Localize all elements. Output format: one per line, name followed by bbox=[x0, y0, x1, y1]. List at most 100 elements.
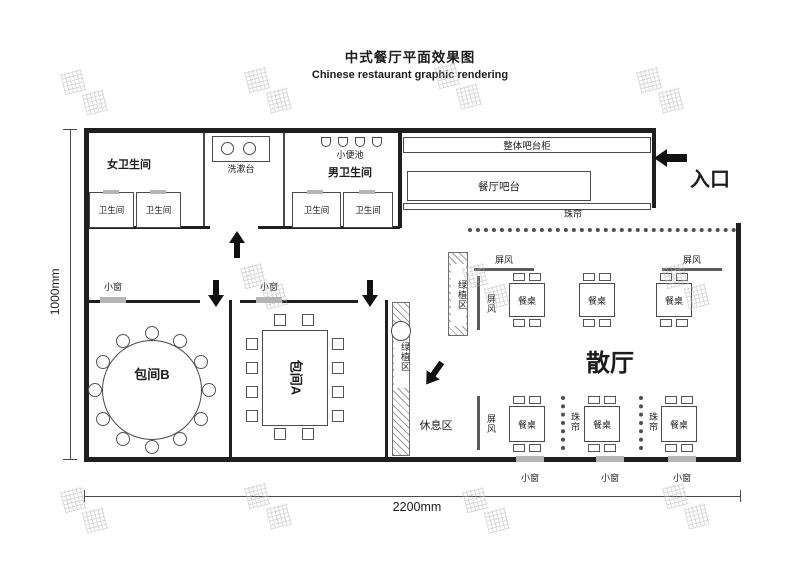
chair bbox=[246, 362, 258, 374]
entrance-label: 入口 bbox=[690, 169, 730, 191]
down-arrow bbox=[362, 280, 378, 307]
bead-curtain bbox=[639, 396, 643, 450]
bar-cabinet: 整体吧台柜 bbox=[403, 137, 651, 153]
bead-curtain-label: 珠帘 bbox=[570, 412, 580, 432]
room-b-label: 包间B bbox=[134, 367, 170, 382]
bar-counter-label: 餐厅吧台 bbox=[478, 180, 520, 193]
urinal bbox=[338, 137, 348, 147]
bent-arrow bbox=[419, 358, 449, 390]
chair bbox=[194, 412, 208, 426]
stall-door bbox=[359, 190, 375, 194]
sink bbox=[221, 142, 234, 155]
stall-label: 卫生间 bbox=[355, 205, 381, 215]
chair bbox=[332, 386, 344, 398]
women-restroom-label: 女卫生间 bbox=[107, 159, 151, 171]
chair bbox=[604, 444, 616, 452]
rest-area-label: 休息区 bbox=[419, 420, 453, 432]
chair bbox=[583, 319, 595, 327]
watermark-stamp bbox=[242, 475, 301, 542]
chair bbox=[588, 444, 600, 452]
wall bbox=[229, 300, 232, 459]
folding-screen bbox=[662, 268, 722, 271]
dining-table-label: 餐桌 bbox=[664, 295, 683, 306]
chair bbox=[599, 319, 611, 327]
bead-curtain-label: 珠帘 bbox=[563, 209, 582, 219]
wall bbox=[203, 133, 205, 228]
dining-table: 餐桌 bbox=[509, 283, 545, 317]
bead-curtain bbox=[561, 396, 565, 450]
chair bbox=[246, 410, 258, 422]
urinal-label: 小便池 bbox=[336, 150, 364, 160]
screen-label: 屏风 bbox=[494, 255, 513, 265]
chair bbox=[513, 273, 525, 281]
wall bbox=[84, 128, 656, 133]
wall bbox=[84, 457, 741, 462]
bar-counter-edge bbox=[403, 203, 651, 210]
stall-label: 卫生间 bbox=[98, 205, 125, 215]
watermark-stamp bbox=[634, 59, 693, 126]
chair bbox=[660, 273, 672, 281]
screen-label: 屏风 bbox=[682, 255, 701, 265]
screen-label: 屏风 bbox=[486, 414, 496, 434]
wall bbox=[283, 133, 285, 228]
chair bbox=[145, 440, 159, 454]
small-window-label: 小窗 bbox=[672, 473, 691, 483]
stall-door bbox=[150, 190, 166, 194]
small-window-label: 小窗 bbox=[259, 282, 278, 292]
folding-screen bbox=[474, 268, 534, 271]
stall-label: 卫生间 bbox=[303, 205, 330, 215]
chair bbox=[529, 396, 541, 404]
chair bbox=[676, 319, 688, 327]
chair bbox=[529, 444, 541, 452]
bead-curtain-label: 珠帘 bbox=[648, 412, 658, 432]
width-dimension: 2200mm bbox=[392, 500, 442, 514]
stall-door bbox=[103, 190, 119, 194]
chair bbox=[332, 410, 344, 422]
toilet-stall: 卫生间 bbox=[292, 192, 341, 228]
urinal bbox=[372, 137, 382, 147]
chair bbox=[302, 428, 314, 440]
chair bbox=[116, 432, 130, 446]
wall bbox=[398, 128, 402, 228]
small-window-label: 小窗 bbox=[103, 282, 122, 292]
chair bbox=[599, 273, 611, 281]
chair bbox=[332, 338, 344, 350]
entrance-arrow bbox=[654, 149, 688, 167]
dining-table-label: 餐桌 bbox=[669, 419, 688, 430]
chair bbox=[173, 432, 187, 446]
green-zone-label: 绿植区 bbox=[451, 264, 467, 326]
urinal bbox=[355, 137, 365, 147]
chair bbox=[529, 319, 541, 327]
small-window bbox=[596, 456, 624, 462]
wall bbox=[736, 223, 741, 462]
dining-table: 餐桌 bbox=[656, 283, 692, 317]
chair bbox=[676, 273, 688, 281]
dining-table: 餐桌 bbox=[584, 406, 620, 442]
small-window-label: 小窗 bbox=[600, 473, 619, 483]
open-hall-label: 散厅 bbox=[586, 350, 634, 377]
wall bbox=[84, 128, 89, 462]
bar-counter: 餐厅吧台 bbox=[407, 171, 591, 201]
bead-curtain bbox=[468, 228, 736, 232]
wall bbox=[84, 300, 200, 303]
toilet-stall: 卫生间 bbox=[343, 192, 393, 228]
watermark-stamp bbox=[58, 61, 117, 128]
chair bbox=[96, 355, 110, 369]
watermark-stamp bbox=[660, 475, 719, 542]
toilet-stall: 卫生间 bbox=[89, 192, 134, 228]
folding-screen bbox=[477, 396, 480, 450]
dimension-tick bbox=[740, 490, 741, 502]
dining-table-label: 餐桌 bbox=[587, 295, 606, 306]
chair bbox=[274, 428, 286, 440]
dining-table-label: 餐桌 bbox=[517, 295, 536, 306]
dining-table: 餐桌 bbox=[661, 406, 697, 442]
chair bbox=[513, 396, 525, 404]
wall bbox=[240, 300, 358, 303]
stall-door bbox=[307, 190, 323, 194]
dining-table-label: 餐桌 bbox=[592, 419, 611, 430]
chair bbox=[665, 444, 677, 452]
chair bbox=[513, 319, 525, 327]
small-window bbox=[100, 297, 126, 303]
small-window bbox=[516, 456, 544, 462]
